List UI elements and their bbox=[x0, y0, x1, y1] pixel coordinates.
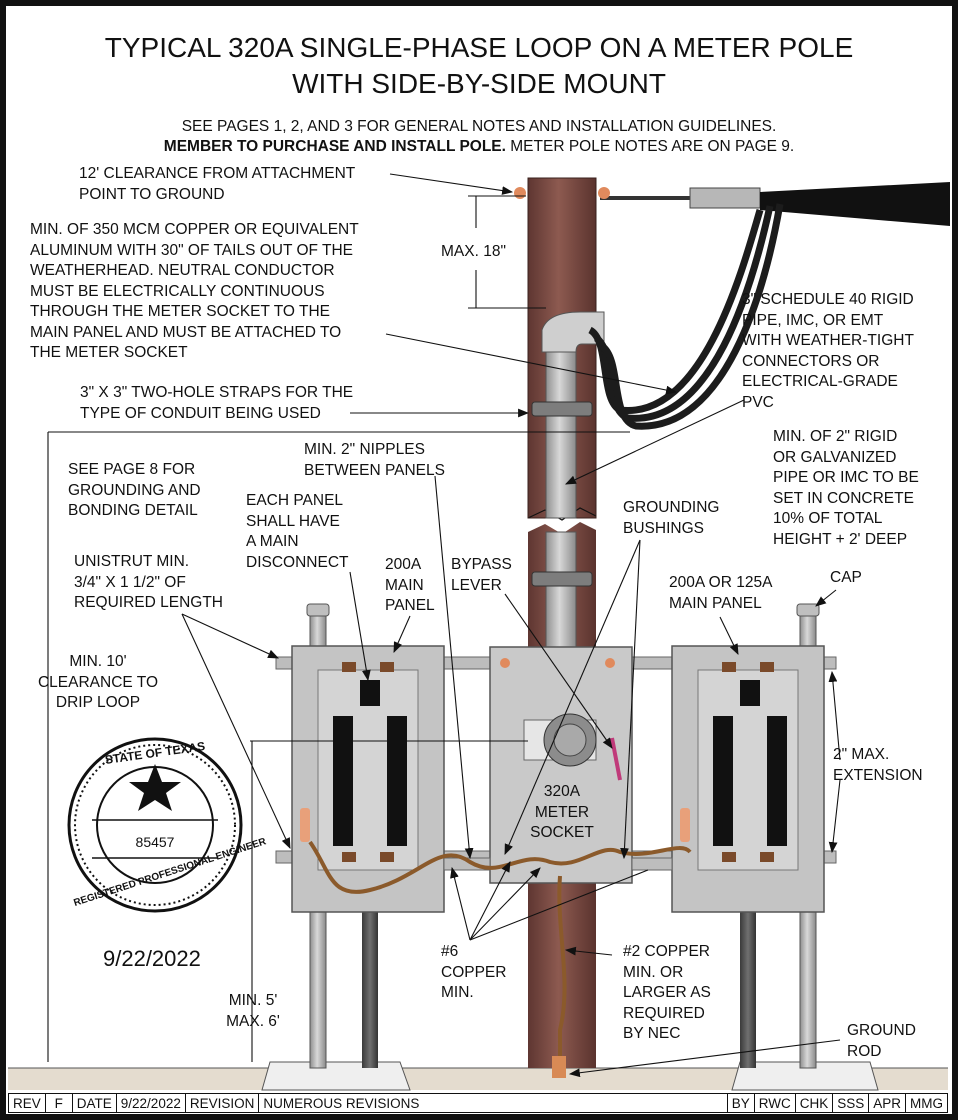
service-conduit bbox=[531, 311, 605, 648]
revision-title-block: REV F DATE 9/22/2022 REVISION NUMEROUS R… bbox=[8, 1093, 948, 1113]
left-main-panel bbox=[291, 645, 445, 913]
rev-label: REV bbox=[9, 1094, 46, 1112]
pole-install-note: MEMBER TO PURCHASE AND INSTALL POLE. bbox=[163, 138, 506, 155]
general-notes-line1: SEE PAGES 1, 2, AND 3 FOR GENERAL NOTES … bbox=[181, 118, 777, 135]
mount-height-label: MIN. 5'MAX. 6' bbox=[226, 992, 280, 1030]
seal-date: 9/22/2022 bbox=[103, 946, 201, 971]
date-value: 9/22/2022 bbox=[117, 1094, 186, 1112]
max-18-label: MAX. 18" bbox=[441, 243, 506, 260]
meter-socket-box bbox=[489, 646, 633, 884]
by-label: BY bbox=[728, 1094, 755, 1112]
by-value: RWC bbox=[755, 1094, 796, 1112]
drawing-title-line1: TYPICAL 320A SINGLE-PHASE LOOP ON A METE… bbox=[104, 32, 854, 63]
apr-label: APR bbox=[869, 1094, 906, 1112]
general-notes-line2: MEMBER TO PURCHASE AND INSTALL POLE. MET… bbox=[0, 137, 958, 157]
cap-label: CAP bbox=[830, 569, 862, 586]
ground bbox=[8, 1061, 948, 1091]
date-label: DATE bbox=[73, 1094, 117, 1112]
apr-value: MMG bbox=[910, 1095, 943, 1111]
pe-seal bbox=[67, 737, 243, 913]
chk-label: CHK bbox=[796, 1094, 834, 1112]
revision-label: REVISION bbox=[186, 1094, 260, 1112]
leader-lines bbox=[47, 173, 841, 1078]
revision-description: NUMEROUS REVISIONS bbox=[259, 1094, 728, 1112]
max-extension-label: 2" MAX.EXTENSION bbox=[833, 746, 923, 784]
pole-notes-reference: METER POLE NOTES ARE ON PAGE 9. bbox=[505, 138, 795, 155]
seal-license-number: 85457 bbox=[135, 834, 175, 850]
seal-star-icon bbox=[129, 764, 181, 811]
rev-value: F bbox=[46, 1094, 73, 1112]
chk-value: SSS bbox=[833, 1094, 870, 1112]
drawing-title-line2: WITH SIDE-BY-SIDE MOUNT bbox=[292, 68, 666, 99]
right-main-panel bbox=[671, 645, 825, 913]
